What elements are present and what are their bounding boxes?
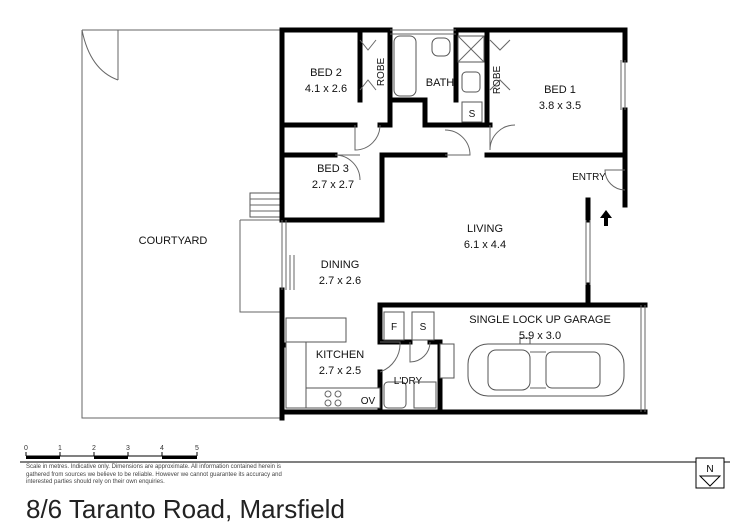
scale-tick-0: 0: [24, 445, 28, 452]
oven-label: OV: [361, 396, 376, 407]
property-address: 8/6 Taranto Road, Marsfield: [26, 494, 345, 524]
bath-fixtures: [393, 35, 485, 123]
bed3-name: BED 3: [317, 163, 349, 175]
doors: [334, 39, 626, 373]
scale-tick-1: 1: [58, 445, 62, 452]
garage-fixtures: [383, 311, 435, 341]
dining-size: 2.7 x 2.6: [319, 275, 361, 287]
bed1-size: 3.8 x 3.5: [539, 100, 581, 112]
garage-s-label: S: [420, 322, 427, 333]
north-arrow-icon: N: [695, 457, 725, 489]
entry-label: ENTRY: [572, 172, 606, 183]
north-label: N: [706, 464, 713, 475]
garage-name: SINGLE LOCK UP GARAGE: [469, 314, 611, 326]
bath-s-label: S: [469, 109, 476, 120]
scale-tick-2: 2: [92, 445, 96, 452]
bed1-name: BED 1: [544, 84, 576, 96]
bed2-size: 4.1 x 2.6: [305, 83, 347, 95]
kitchen-fixtures: [285, 317, 455, 409]
bed2-name: BED 2: [310, 67, 342, 79]
living-name: LIVING: [467, 223, 503, 235]
robe-left-label: ROBE: [376, 58, 387, 87]
bed3-size: 2.7 x 2.7: [312, 179, 354, 191]
dining-name: DINING: [321, 259, 360, 271]
robe-right-label: ROBE: [492, 66, 503, 95]
scale-tick-4: 4: [160, 445, 164, 452]
windows: [281, 29, 646, 412]
scale-tick-3: 3: [126, 445, 130, 452]
kitchen-name: KITCHEN: [316, 349, 364, 361]
bath-name: BATH: [426, 77, 455, 89]
kitchen-size: 2.7 x 2.5: [319, 365, 361, 377]
steps: [249, 192, 281, 218]
entry-arrow-icon: [600, 210, 612, 226]
walls: [279, 27, 648, 421]
scale-bar: 0 1 2 3 4 5: [20, 445, 730, 463]
courtyard-label: COURTYARD: [139, 235, 208, 247]
scale-tick-5: 5: [195, 445, 199, 452]
scale-disclaimer: Scale in metres. Indicative only. Dimens…: [26, 464, 282, 485]
courtyard-outline: [81, 29, 282, 419]
laundry-label: L'DRY: [394, 376, 423, 387]
garage-size: 5.9 x 3.0: [519, 330, 561, 342]
living-size: 6.1 x 4.4: [464, 239, 506, 251]
car-icon: [467, 337, 625, 397]
f-label: F: [391, 322, 397, 333]
